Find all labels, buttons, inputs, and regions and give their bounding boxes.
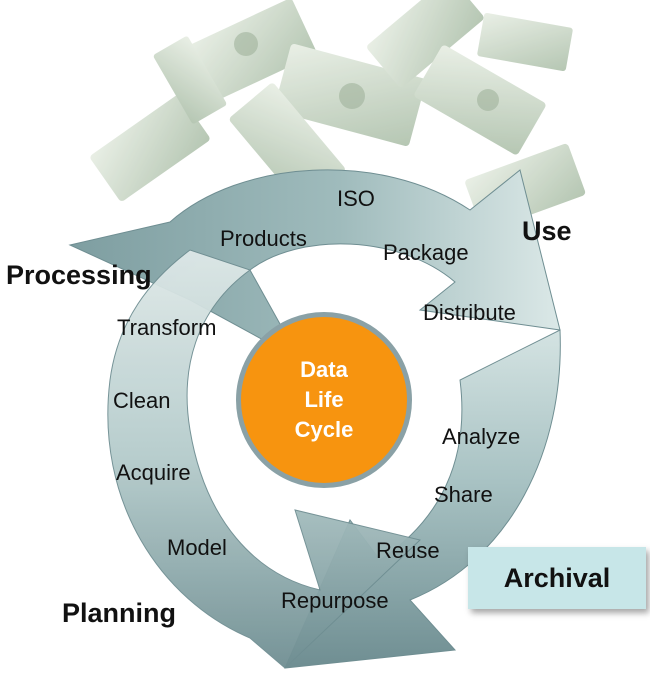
- center-title: Data Life Cycle: [295, 355, 354, 445]
- stage-archival-box: Archival: [468, 547, 646, 609]
- step-clean: Clean: [113, 388, 171, 413]
- arrow-planning-to-processing: [107, 249, 422, 669]
- money-bills-graphic: [90, 0, 586, 231]
- center-circle: Data Life Cycle: [236, 312, 412, 488]
- step-distribute: Distribute: [423, 300, 516, 325]
- center-line-2: Life: [304, 387, 344, 412]
- stage-archival: Archival: [503, 562, 611, 593]
- step-iso: ISO: [337, 186, 375, 211]
- stage-use: Use: [522, 216, 572, 246]
- arrow-processing-to-use: [68, 169, 561, 362]
- stage-processing: Processing: [6, 260, 152, 290]
- step-products: Products: [220, 226, 307, 251]
- stage-planning: Planning: [62, 598, 176, 628]
- step-reuse: Reuse: [376, 538, 440, 563]
- step-share: Share: [434, 482, 493, 507]
- step-acquire: Acquire: [116, 460, 191, 485]
- step-model: Model: [167, 535, 227, 560]
- center-line-3: Cycle: [294, 417, 354, 442]
- step-analyze: Analyze: [442, 424, 521, 449]
- step-package: Package: [383, 240, 469, 265]
- step-repurpose: Repurpose: [281, 588, 389, 613]
- cycle-ring: [68, 169, 561, 669]
- step-transform: Transform: [117, 315, 217, 340]
- center-line-1: Data: [300, 357, 348, 382]
